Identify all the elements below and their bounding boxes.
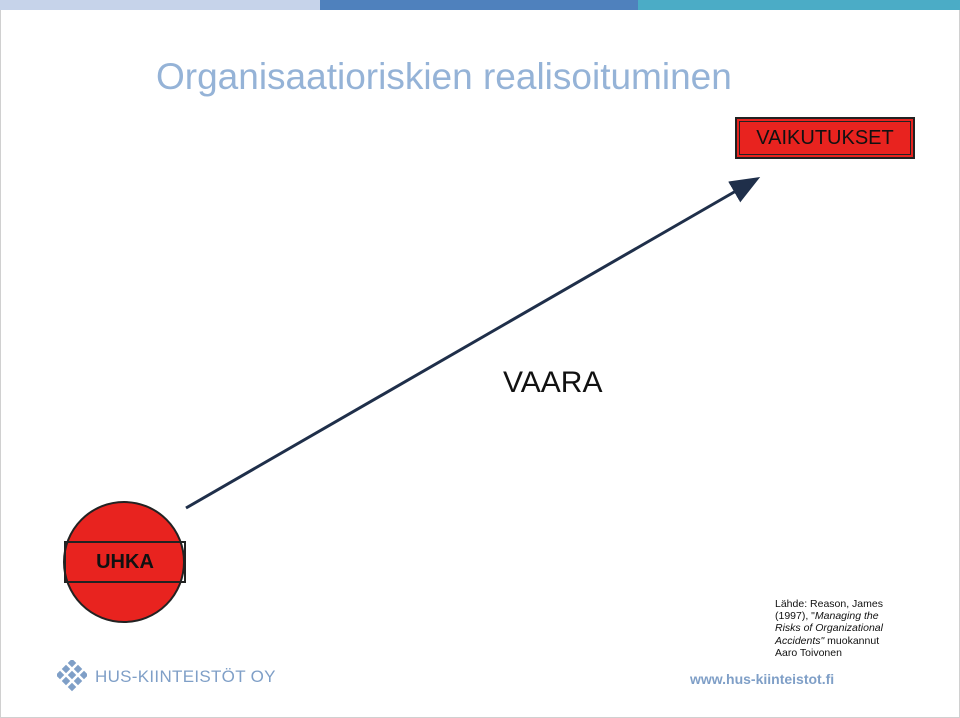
source-book-title-3: Accidents" xyxy=(775,634,825,647)
effects-box: VAIKUTUKSET xyxy=(735,117,915,159)
slide-title: Organisaatioriskien realisoituminen xyxy=(156,56,732,97)
website-url: www.hus-kiinteistot.fi xyxy=(690,671,835,687)
source-citation: Lähde: Reason, James (1997), "Managing t… xyxy=(775,598,955,659)
source-year: (1997), " xyxy=(775,610,815,623)
threat-label-box: UHKA xyxy=(64,541,186,583)
source-book-title-1: Managing the xyxy=(814,610,879,623)
logo-text: HUS-KIINTEISTÖT OY xyxy=(95,667,276,686)
top-accent-bar-blue xyxy=(320,0,638,10)
top-accent-bar-light xyxy=(0,0,320,10)
company-logo: HUS-KIINTEISTÖT OY xyxy=(57,660,276,694)
source-line-4: Accidents" muokannut xyxy=(775,635,955,647)
logo-mark-icon xyxy=(57,660,87,692)
source-modified: muokannut xyxy=(824,634,880,647)
top-accent-bar-teal xyxy=(638,0,960,10)
threat-to-effects-arrow xyxy=(185,177,761,510)
source-book-title-2: Risks of Organizational xyxy=(775,622,883,635)
source-line-1: Lähde: Reason, James xyxy=(775,598,883,610)
danger-label: VAARA xyxy=(503,366,603,399)
source-line-2: (1997), "Managing the xyxy=(775,610,955,622)
source-author: Aaro Toivonen xyxy=(775,646,842,659)
